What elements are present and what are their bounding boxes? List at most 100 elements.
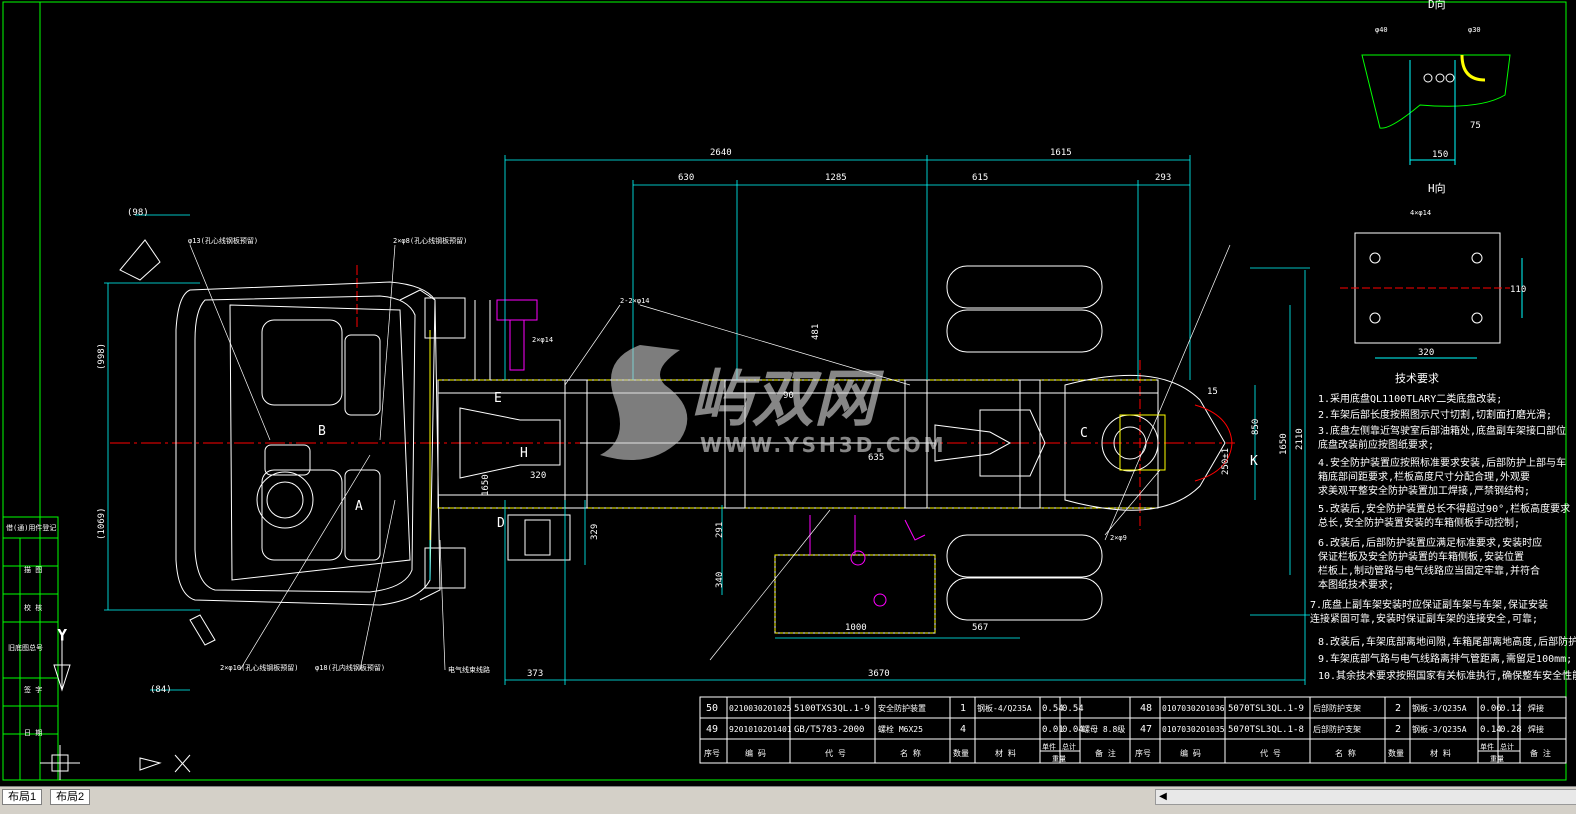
tech-item: 本图纸技术要求; xyxy=(1318,578,1394,591)
d-view-title: D向 xyxy=(1428,0,1446,11)
svg-text:后部防护支架: 后部防护支架 xyxy=(1313,724,1361,734)
svg-text:2: 2 xyxy=(1395,724,1401,735)
ucs-icon: Y xyxy=(40,628,191,780)
svg-text:0107030201035: 0107030201035 xyxy=(1162,725,1225,734)
svg-text:安全防护装置: 安全防护装置 xyxy=(878,703,926,713)
tech-item: 3.底盘左侧靠近驾驶室后部油箱处,底盘副车架接口部位 xyxy=(1318,424,1566,437)
dim-320: 320 xyxy=(530,471,546,481)
fuel-tank-and-box xyxy=(507,514,936,634)
svg-text:钢板-3/Q235A: 钢板-3/Q235A xyxy=(1412,703,1467,713)
dim-1650-right: 1650 xyxy=(1279,433,1289,455)
svg-text:4: 4 xyxy=(960,724,966,735)
svg-text:47: 47 xyxy=(1140,724,1152,735)
callout-2phi10: 2×φ10(孔心线钢板预留) xyxy=(220,663,299,672)
label-c: C xyxy=(1080,426,1088,441)
label-k: K xyxy=(1250,454,1258,469)
svg-text:2: 2 xyxy=(1395,703,1401,714)
tech-item: 6.改装后,后部防护装置应满足标准要求,安装时应 xyxy=(1318,536,1542,549)
svg-text:9201010201401: 9201010201401 xyxy=(729,725,792,734)
svg-text:编 码: 编 码 xyxy=(1180,748,1201,758)
label-a: A xyxy=(355,499,363,514)
horizontal-scrollbar[interactable]: ◀ xyxy=(1155,789,1576,805)
watermark-brand: 屿双网 xyxy=(690,362,885,435)
svg-text:材 料: 材 料 xyxy=(1430,748,1451,758)
svg-text:0.54: 0.54 xyxy=(1062,704,1084,714)
dim-150: 150 xyxy=(1432,150,1448,160)
scroll-left-icon[interactable]: ◀ xyxy=(1159,791,1167,802)
dim-567: 567 xyxy=(972,623,988,633)
tech-item: 连接紧固可靠,安装时保证副车架的连接安全,可靠; xyxy=(1310,612,1538,625)
svg-text:材 料: 材 料 xyxy=(995,748,1016,758)
tech-item: 保证栏板及安全防护装置的车箱侧板,安装位置 xyxy=(1318,550,1524,563)
dim-615: 615 xyxy=(972,173,988,183)
dim-2640: 2640 xyxy=(710,148,732,158)
svg-text:0.12: 0.12 xyxy=(1500,704,1522,714)
callout-phi18: φ18(孔内线钢板预留) xyxy=(315,663,385,672)
svg-text:代 号: 代 号 xyxy=(825,748,846,758)
leader-lines xyxy=(189,244,1231,671)
svg-text:50: 50 xyxy=(706,703,718,714)
layout-tab-bar: 布局1 布局2 ◀ xyxy=(0,786,1576,814)
tech-item: 4.安全防护装置应按照标准要求安装,后部防护上部与车 xyxy=(1318,456,1566,469)
h-view-detail: H向 320 110 xyxy=(1340,181,1526,359)
tech-item: 9.车架底部气路与电气线路离排气管距离,需留足100mm; xyxy=(1318,652,1572,665)
dim-630: 630 xyxy=(678,173,694,183)
tech-item: 1.采用底盘QL1100TLARY二类底盘改装; xyxy=(1318,392,1502,405)
dim-90: 90 xyxy=(783,391,794,401)
svg-text:代 号: 代 号 xyxy=(1260,748,1281,758)
dim-850: 850 xyxy=(1251,419,1261,435)
dim-1650-left: 1650 xyxy=(481,474,491,496)
svg-text:备 注: 备 注 xyxy=(1530,748,1551,758)
tech-requirements: 技术要求 1.采用底盘QL1100TLARY二类底盘改装; 2.车架后部长度按照… xyxy=(1310,372,1576,682)
svg-text:单件: 单件 xyxy=(1042,742,1056,751)
callout-phi13: φ13(孔心线钢板预留) xyxy=(188,236,258,245)
table-header: 序号 编 码 代 号 名 称 数量 材 料 单件 总计 重量 备 注 序号 编 … xyxy=(704,742,1551,763)
tech-item: 栏板上,制动管路与电气线路应当固定牢靠,并符合 xyxy=(1318,564,1540,577)
callout-2phi14: 2×φ14 xyxy=(532,336,553,344)
tech-item: 8.改装后,车架底部离地间隙,车箱尾部离地高度,后部防护要求; xyxy=(1318,635,1576,648)
tab-layout2[interactable]: 布局2 xyxy=(50,789,91,805)
svg-text:重量: 重量 xyxy=(1052,755,1066,763)
svg-text:名 称: 名 称 xyxy=(900,748,921,758)
svg-text:序号: 序号 xyxy=(704,748,720,758)
rear-axle-assembly xyxy=(1064,374,1233,511)
dim-75: 75 xyxy=(1470,121,1481,131)
table-row: 49 9201010201401 GB/T5783-2000 螺栓 M6X25 … xyxy=(706,724,1544,735)
callout-phi30: φ30 xyxy=(1468,26,1481,34)
rear-wheels xyxy=(946,265,1103,621)
callout-2-2phi14: 2-2×φ14 xyxy=(620,297,650,305)
watermark: 屿双网 WWW.YSH3D.COM xyxy=(600,345,946,460)
dim-h-320: 320 xyxy=(1418,348,1434,358)
parts-table: 50 0210030201025 5100TXS3QL.1-9 安全防护装置 1… xyxy=(699,696,1567,764)
svg-text:备 注: 备 注 xyxy=(1095,748,1116,758)
watermark-url: WWW.YSH3D.COM xyxy=(700,433,946,457)
cab-top-view xyxy=(119,239,466,646)
dim-15: 15 xyxy=(1207,387,1218,397)
dim-329: 329 xyxy=(590,524,600,540)
svg-text:0107030201036: 0107030201036 xyxy=(1162,704,1225,713)
svg-text:GB/T5783-2000: GB/T5783-2000 xyxy=(794,725,864,735)
title-block-label: 签 字 xyxy=(24,685,42,694)
svg-text:0.54: 0.54 xyxy=(1042,704,1064,714)
svg-text:数量: 数量 xyxy=(1388,748,1404,758)
dim-340: 340 xyxy=(715,572,725,588)
tech-item: 求美观平整安全防护装置加工焊接,严禁钢结构; xyxy=(1318,484,1530,497)
dim-291: 291 xyxy=(715,522,725,538)
svg-text:重量: 重量 xyxy=(1490,755,1504,763)
tech-item: 7.底盘上副车架安装时应保证副车架与车架,保证安装 xyxy=(1310,598,1548,611)
svg-text:焊接: 焊接 xyxy=(1528,724,1544,734)
tab-layout1[interactable]: 布局1 xyxy=(2,789,43,805)
dim-998: (998) xyxy=(97,343,107,370)
title-block-label: 校 核 xyxy=(24,603,42,612)
svg-text:编 码: 编 码 xyxy=(745,748,766,758)
table-row: 50 0210030201025 5100TXS3QL.1-9 安全防护装置 1… xyxy=(706,703,1544,714)
tech-item: 5.改装后,安全防护装置总长不得超过90°,栏板高度要求 xyxy=(1318,502,1570,515)
dim-1285: 1285 xyxy=(825,173,847,183)
dim-481: 481 xyxy=(811,324,821,340)
cad-drawing-canvas[interactable]: 借(通)用件登记 描 图 校 核 旧底图总号 签 字 日 期 Y xyxy=(0,0,1576,786)
dim-3670: 3670 xyxy=(868,669,890,679)
svg-text:0.14: 0.14 xyxy=(1480,725,1502,735)
command-line[interactable] xyxy=(0,805,1576,814)
exhaust-pipe xyxy=(474,299,538,380)
svg-text:0.28: 0.28 xyxy=(1500,725,1522,735)
